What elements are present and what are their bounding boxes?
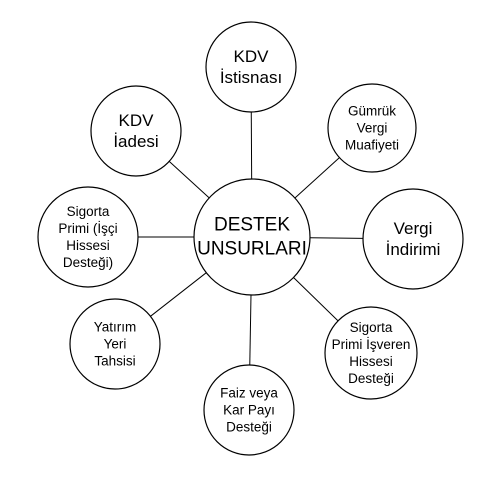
connector-sigorta-primi-isveren <box>293 277 339 322</box>
nodes: KDVİstisnasıGümrükVergiMuafiyetiVergiİnd… <box>37 21 464 456</box>
node-kdv-iadesi-label-line: İadesi <box>113 132 158 151</box>
node-sigorta-primi-isveren-label-line: Sigorta <box>350 320 393 335</box>
node-yatirim-yeri-tahsisi-circle <box>69 298 161 390</box>
node-faiz-veya-kar-payi-circle <box>203 364 295 456</box>
node-vergi-indirimi-label-line: İndirimi <box>386 240 441 259</box>
node-yatirim-yeri-tahsisi-label-line: Yeri <box>104 337 127 352</box>
node-gumruk-vergi-muafiyeti-circle <box>327 83 417 173</box>
center-node-destek-unsurlari-label-line: UNSURLARI <box>197 239 307 260</box>
node-faiz-veya-kar-payi-label-line: Faiz veya <box>220 386 278 401</box>
connector-gumruk-vergi-muafiyeti <box>294 157 340 199</box>
node-sigorta-primi-isci-label-line: Sigorta <box>67 204 110 219</box>
connector-kdv-iadesi <box>168 160 210 199</box>
node-yatirim-yeri-tahsisi-label-line: Tahsisi <box>94 354 135 369</box>
node-sigorta-primi-isveren-label-line: Desteği <box>348 371 394 386</box>
node-kdv-istisnasi-circle <box>205 21 297 113</box>
node-sigorta-primi-isci-circle <box>37 186 139 288</box>
node-gumruk-vergi-muafiyeti-label-line: Vergi <box>357 121 388 136</box>
node-sigorta-primi-isveren-label-line: Primi İşveren <box>332 337 411 352</box>
node-kdv-istisnasi: KDV İstisnası <box>205 21 297 113</box>
node-gumruk-vergi-muafiyeti-label-line: Muafiyeti <box>345 138 399 153</box>
node-kdv-istisnasi-label-line: İstisnası <box>220 68 282 87</box>
node-faiz-veya-kar-payi-label-line: Kar Payı <box>223 403 275 418</box>
connector-vergi-indirimi <box>309 237 364 239</box>
node-yatirim-yeri-tahsisi-label-line: Yatırım <box>94 320 137 335</box>
connector-yatirim-yeri-tahsisi <box>150 272 207 317</box>
node-sigorta-primi-isveren-circle <box>324 306 418 400</box>
connector-faiz-veya-kar-payi <box>249 294 252 366</box>
node-sigorta-primi-isci-label-line: Primi (İşçi <box>58 221 117 236</box>
node-sigorta-primi-isci-label-line: Hissesi <box>66 238 110 253</box>
node-sigorta-primi-isci-label-line: Desteği) <box>63 255 113 270</box>
node-kdv-iadesi: KDV İadesi <box>90 85 182 177</box>
node-gumruk-vergi-muafiyeti-label-line: Gümrük <box>348 104 396 119</box>
node-sigorta-primi-isveren-label-line: Hissesi <box>349 354 393 369</box>
center-node-destek-unsurlari-circle <box>193 178 311 296</box>
center-node-destek-unsurlari: DESTEK UNSURLARI <box>193 178 311 296</box>
node-vergi-indirimi-label-line: Vergi <box>394 219 433 238</box>
connectors <box>138 111 364 366</box>
node-kdv-istisnasi-label-line: KDV <box>234 47 270 66</box>
node-kdv-iadesi-label-line: KDV <box>119 111 155 130</box>
center-node: DESTEK UNSURLARI <box>193 178 311 296</box>
node-kdv-iadesi-circle <box>90 85 182 177</box>
node-faiz-veya-kar-payi-label-line: Desteği <box>226 420 272 435</box>
node-vergi-indirimi-circle <box>362 188 464 290</box>
center-node-destek-unsurlari-label-line: DESTEK <box>214 215 290 236</box>
